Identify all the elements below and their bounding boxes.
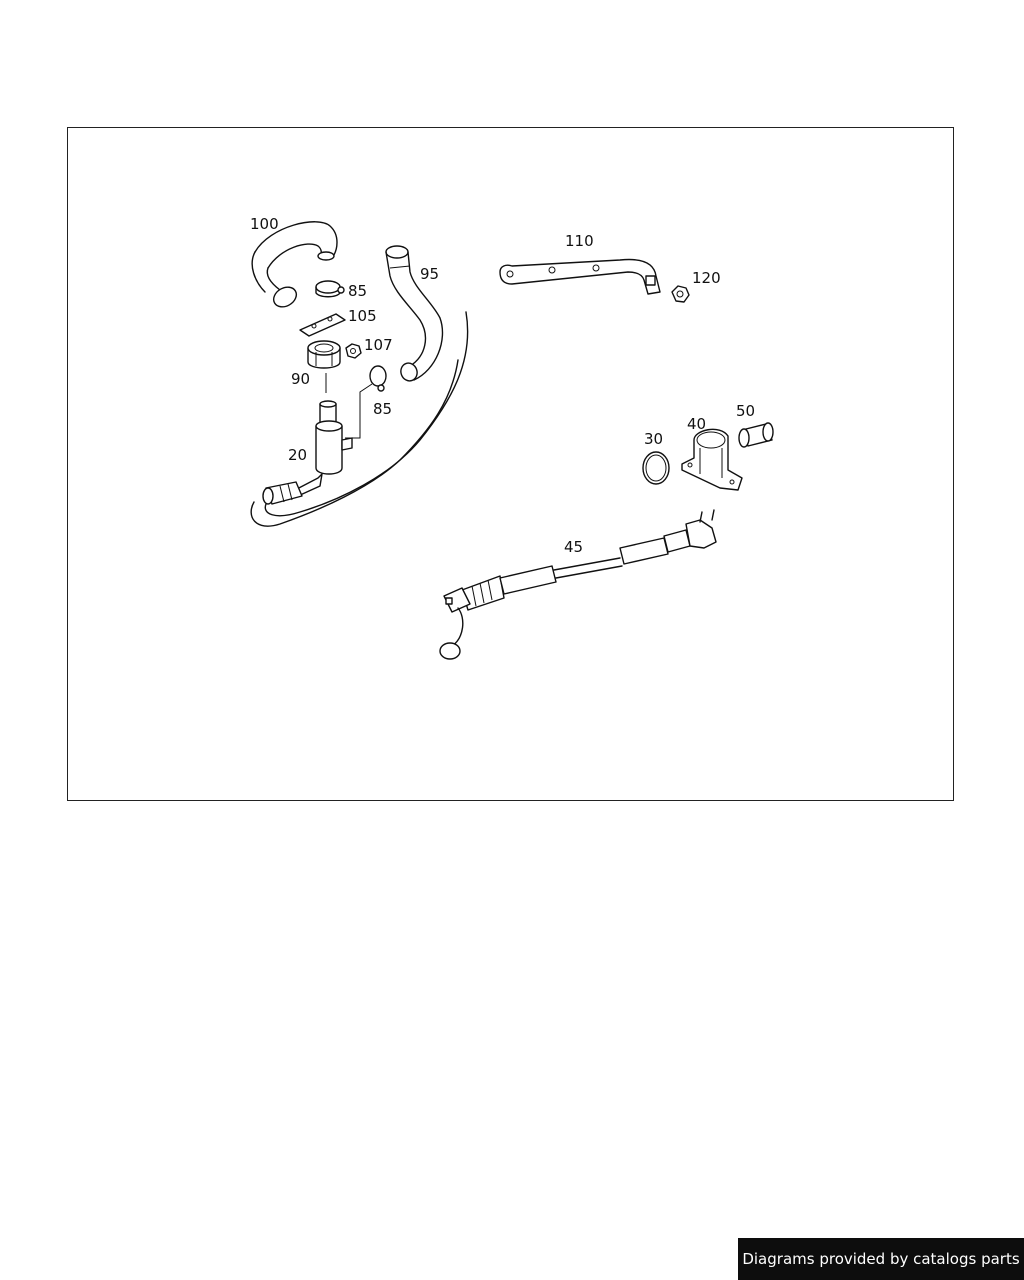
diagram-frame [67,127,954,801]
callout-45: 45 [564,538,583,556]
credit-banner: Diagrams provided by catalogs parts [738,1238,1024,1280]
callout-30: 30 [644,430,663,448]
part-110-bracket[interactable] [499,258,661,295]
callout-90: 90 [291,370,310,388]
part-85-clamp-upper[interactable] [315,280,345,298]
callout-105: 105 [348,307,377,325]
part-40-holder[interactable] [681,428,743,491]
callout-85-lower: 85 [373,400,392,418]
part-30-o-ring[interactable] [642,451,670,485]
part-100-hose[interactable] [251,221,338,311]
part-50-sleeve[interactable] [738,422,774,448]
callout-20: 20 [288,446,307,464]
callout-120: 120 [692,269,721,287]
leader-85-lower [345,383,373,439]
part-107-nut[interactable] [345,343,362,359]
part-hose-loop[interactable] [250,311,469,527]
part-85-clamp-lower[interactable] [369,365,387,392]
part-90-grommet[interactable] [307,340,341,369]
callout-40: 40 [687,415,706,433]
part-120-nut[interactable] [671,285,690,303]
part-45-sensor[interactable] [439,509,717,660]
callout-85-upper: 85 [348,282,367,300]
part-95-hose[interactable] [385,245,444,383]
part-20-separator[interactable] [294,400,353,497]
callout-110: 110 [565,232,594,250]
callout-107: 107 [364,336,393,354]
credit-text: Diagrams provided by catalogs parts [742,1250,1020,1268]
callout-50: 50 [736,402,755,420]
callout-100: 100 [250,215,279,233]
callout-95: 95 [420,265,439,283]
part-105-plate[interactable] [299,313,346,337]
